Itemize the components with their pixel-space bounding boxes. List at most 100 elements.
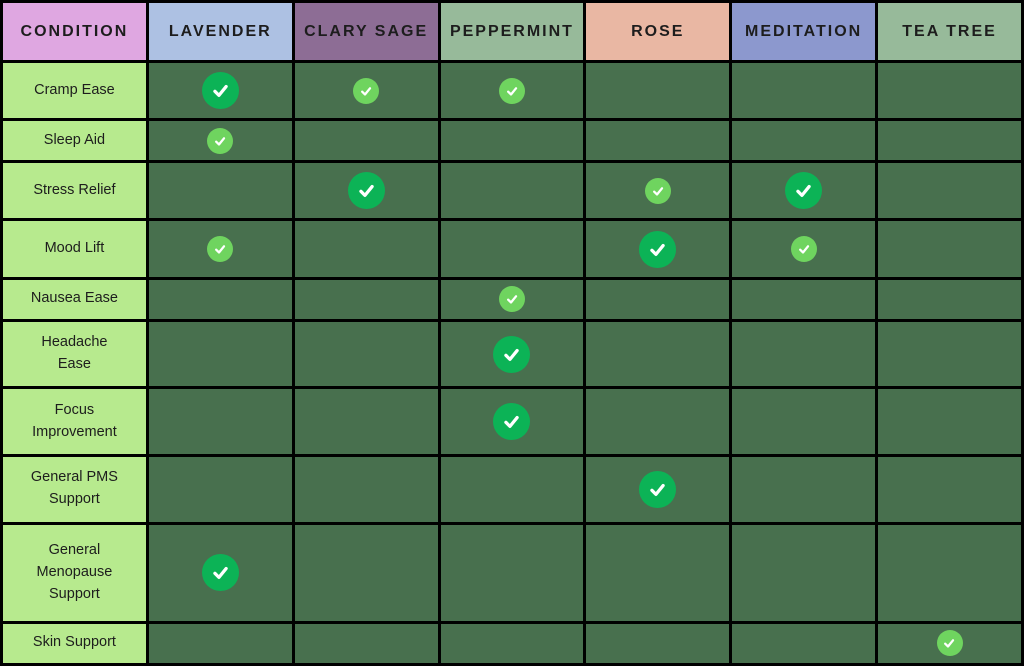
checkmark-icon [498, 286, 525, 313]
checkmark-icon [644, 177, 671, 204]
checkmark-icon [493, 403, 531, 441]
checkmark-icon [936, 630, 963, 657]
matrix-cell [291, 118, 441, 164]
condition-cell: Focus Improvement [0, 386, 149, 457]
checkmark-icon [639, 470, 677, 508]
matrix-cell [729, 118, 879, 164]
matrix-cell [291, 160, 441, 222]
matrix-cell [145, 218, 295, 280]
checkmark-icon [347, 172, 385, 210]
checkmark-icon [353, 77, 380, 104]
matrix-cell [729, 59, 879, 122]
matrix-cell [291, 453, 441, 525]
condition-cell: Mood Lift [0, 218, 149, 280]
table-row: Focus Improvement [0, 386, 1024, 457]
matrix-cell [875, 218, 1024, 280]
matrix-cell [875, 620, 1024, 666]
checkmark-icon [201, 72, 239, 110]
condition-cell: Headache Ease [0, 318, 149, 390]
table-row: Skin Support [0, 620, 1024, 666]
matrix-cell [437, 620, 587, 666]
matrix-cell [145, 118, 295, 164]
matrix-cell [291, 318, 441, 390]
matrix-cell [291, 59, 441, 122]
matrix-cell [583, 386, 733, 457]
matrix-cell [437, 118, 587, 164]
matrix-cell [875, 521, 1024, 624]
table-row: General PMS Support [0, 453, 1024, 525]
oil-column-header: MEDITATION [729, 0, 879, 63]
condition-cell: General Menopause Support [0, 521, 149, 624]
checkmark-icon [207, 127, 234, 154]
table-row: Sleep Aid [0, 118, 1024, 164]
matrix-cell [875, 453, 1024, 525]
condition-cell: Stress Relief [0, 160, 149, 222]
matrix-cell [291, 218, 441, 280]
matrix-cell [583, 160, 733, 222]
matrix-cell [145, 276, 295, 322]
checkmark-icon [201, 554, 239, 592]
table-row: Mood Lift [0, 218, 1024, 280]
matrix-cell [583, 218, 733, 280]
matrix-cell [145, 59, 295, 122]
checkmark-icon [785, 172, 823, 210]
table-row: Stress Relief [0, 160, 1024, 222]
matrix-cell [145, 620, 295, 666]
matrix-cell [729, 620, 879, 666]
condition-cell: Skin Support [0, 620, 149, 666]
matrix-cell [729, 318, 879, 390]
matrix-cell [145, 521, 295, 624]
table-row: Cramp Ease [0, 59, 1024, 122]
matrix-cell [437, 276, 587, 322]
matrix-cell [437, 160, 587, 222]
matrix-cell [875, 386, 1024, 457]
matrix-cell [583, 318, 733, 390]
matrix-cell [437, 453, 587, 525]
matrix-cell [875, 160, 1024, 222]
matrix-cell [583, 118, 733, 164]
matrix-cell [729, 521, 879, 624]
matrix-cell [875, 59, 1024, 122]
condition-cell: Sleep Aid [0, 118, 149, 164]
matrix-cell [729, 453, 879, 525]
matrix-cell [729, 386, 879, 457]
matrix-cell [437, 59, 587, 122]
matrix-cell [437, 386, 587, 457]
matrix-cell [145, 160, 295, 222]
oil-column-header: PEPPERMINT [437, 0, 587, 63]
matrix-cell [145, 386, 295, 457]
oil-column-header: ROSE [583, 0, 733, 63]
table-row: General Menopause Support [0, 521, 1024, 624]
matrix-cell [583, 521, 733, 624]
checkmark-icon [498, 77, 525, 104]
condition-cell: Nausea Ease [0, 276, 149, 322]
oil-column-header: TEA TREE [875, 0, 1024, 63]
matrix-cell [729, 218, 879, 280]
matrix-cell [145, 318, 295, 390]
matrix-cell [437, 521, 587, 624]
checkmark-icon [639, 230, 677, 268]
table-row: Nausea Ease [0, 276, 1024, 322]
matrix-cell [875, 276, 1024, 322]
checkmark-icon [493, 335, 531, 373]
condition-cell: General PMS Support [0, 453, 149, 525]
matrix-cell [291, 521, 441, 624]
oil-column-header: LAVENDER [145, 0, 295, 63]
matrix-cell [583, 620, 733, 666]
matrix-cell [291, 386, 441, 457]
matrix-cell [875, 318, 1024, 390]
matrix-cell [583, 59, 733, 122]
condition-column-header: CONDITION [0, 0, 149, 63]
table-row: Headache Ease [0, 318, 1024, 390]
matrix-cell [875, 118, 1024, 164]
matrix-cell [583, 276, 733, 322]
checkmark-icon [790, 236, 817, 262]
matrix-cell [583, 453, 733, 525]
matrix-cell [291, 276, 441, 322]
matrix-cell [437, 218, 587, 280]
matrix-cell [145, 453, 295, 525]
oil-column-header: CLARY SAGE [291, 0, 441, 63]
